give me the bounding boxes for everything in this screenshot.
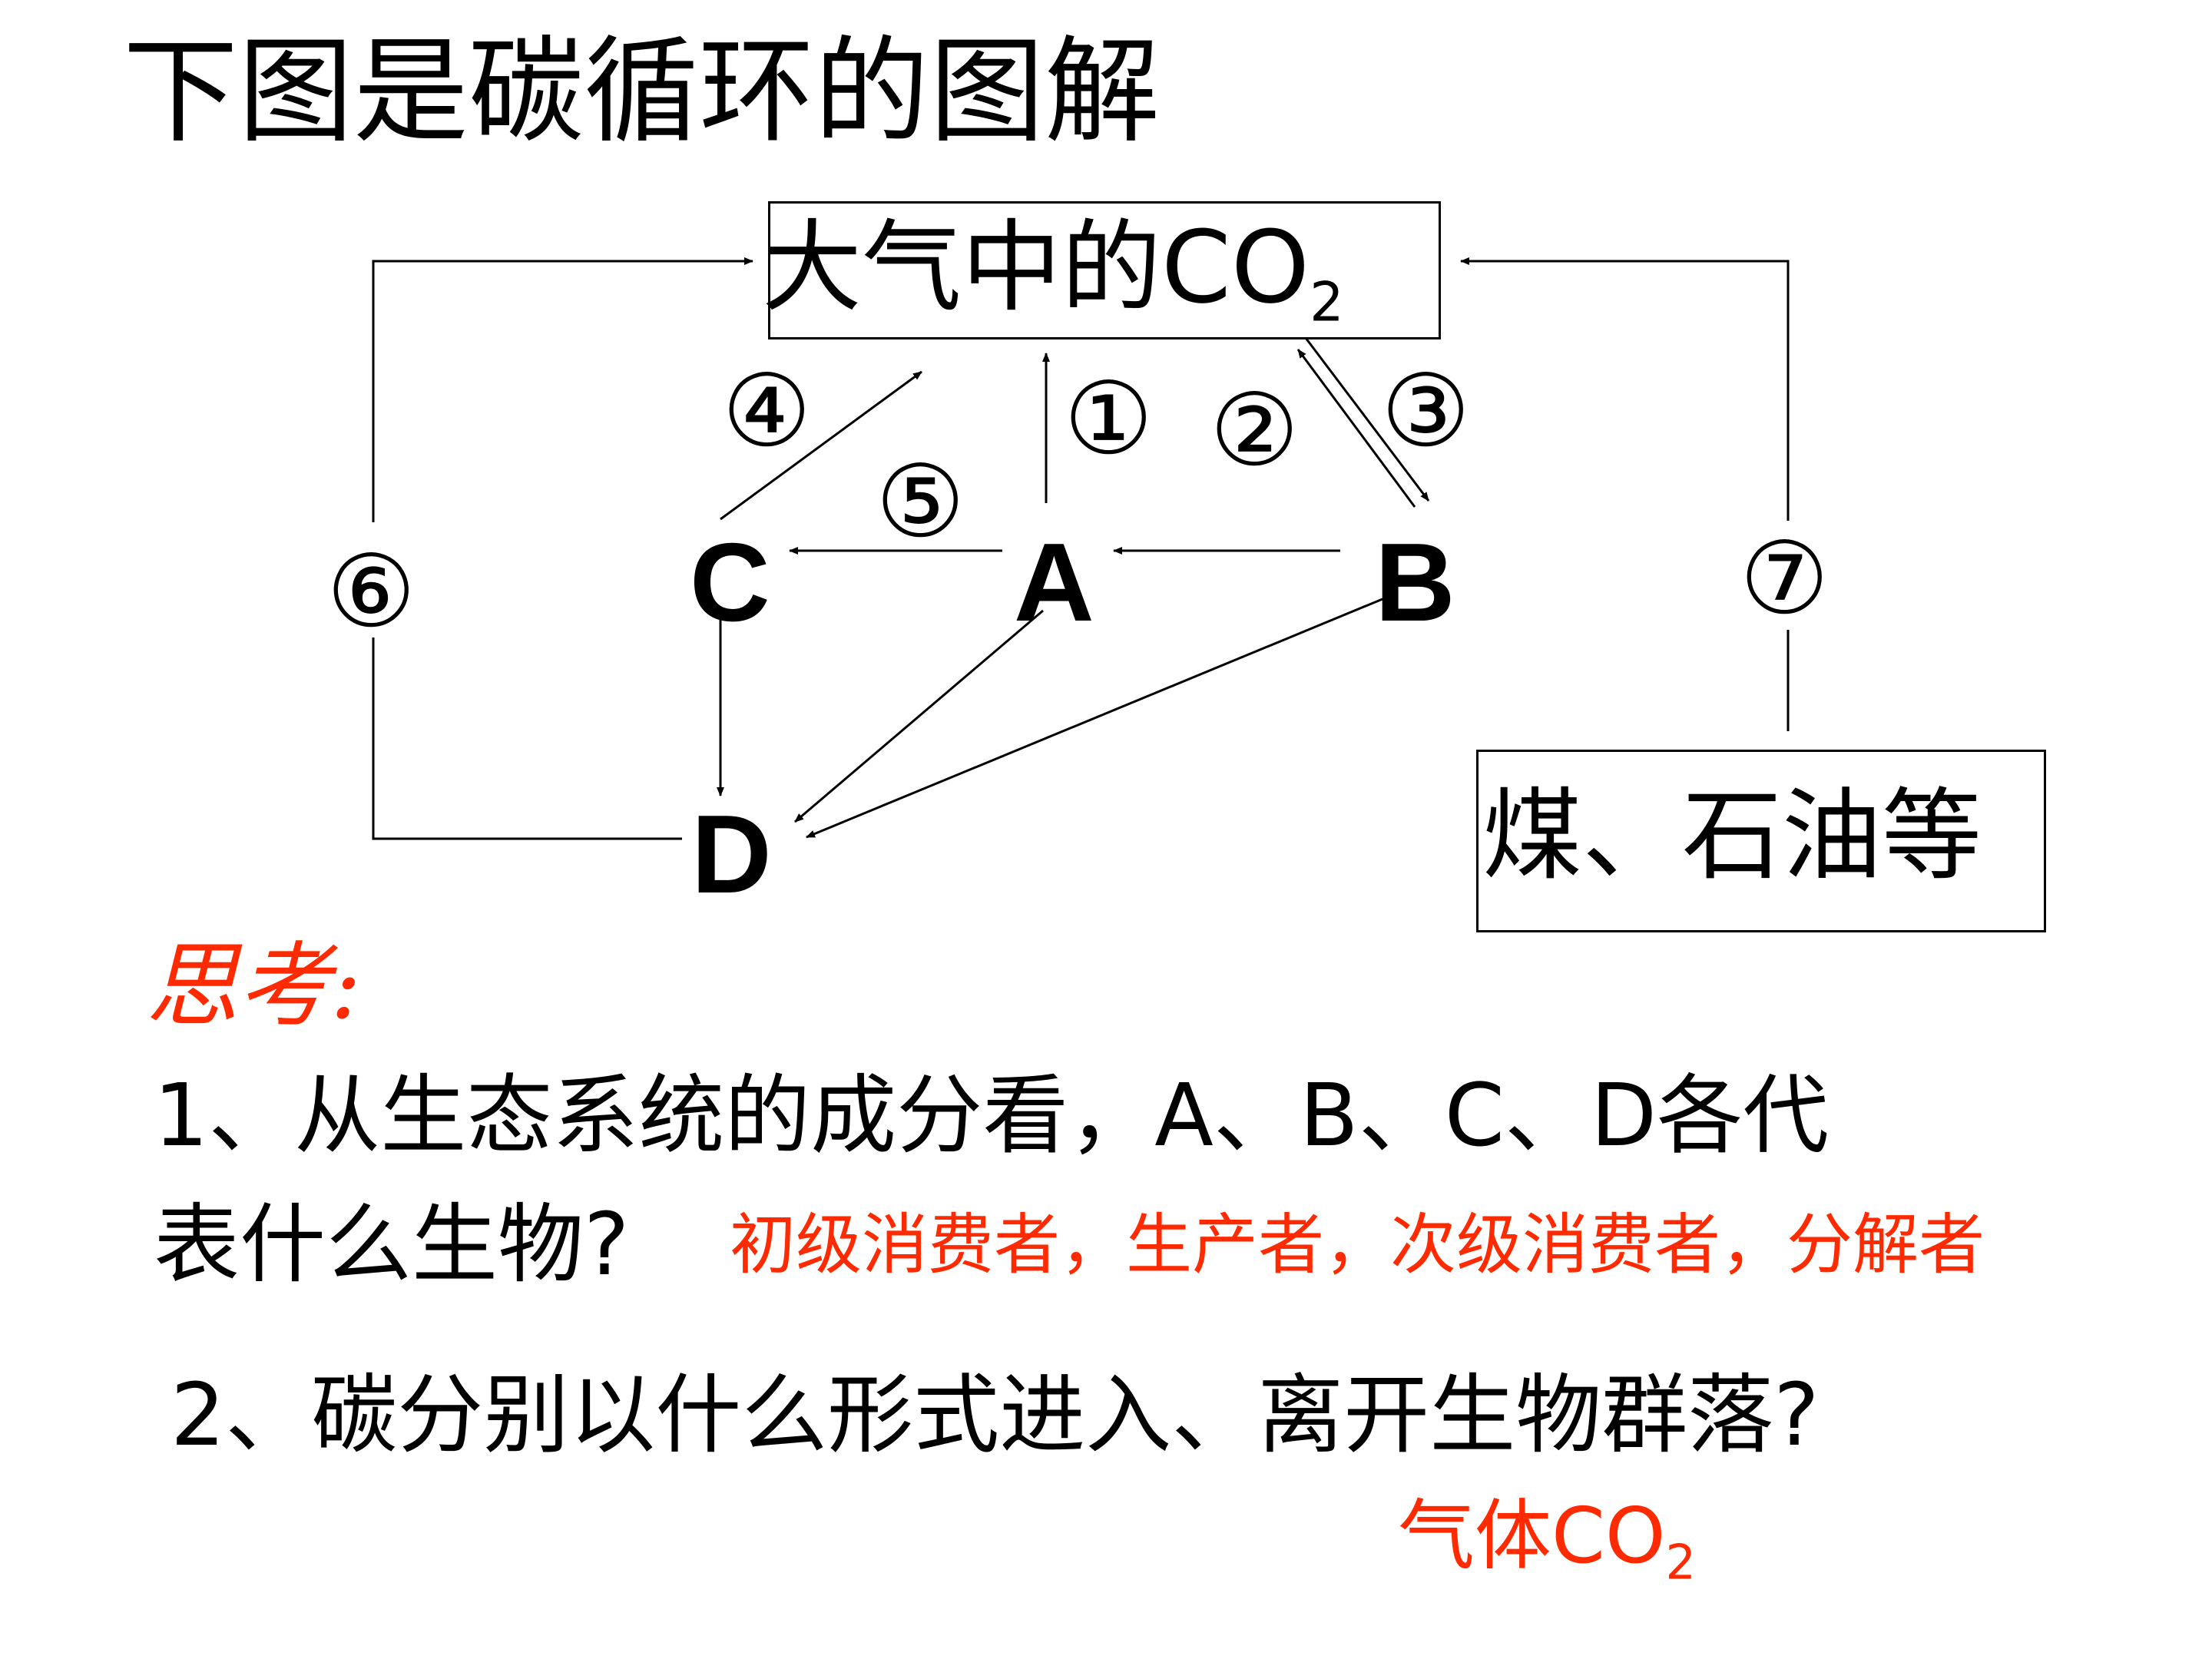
atmosphere-co2-box (768, 201, 1441, 339)
node-a: A (1014, 520, 1094, 644)
process-number-5: ⑤ (876, 443, 965, 560)
arrow-6-top (372, 257, 753, 522)
node-d: D (691, 792, 772, 916)
fossil-fuel-box (1476, 750, 2046, 932)
arrow-a-to-d (794, 609, 1044, 823)
atmosphere-co2-label: 大气中的CO2 (762, 209, 1344, 334)
answer-1: 初级消费者，生产者，次级消费者，分解者 (730, 1207, 1985, 1283)
arrow-4 (720, 370, 922, 521)
arrow-7-top (1460, 257, 1790, 521)
answer-2: 气体CO2 (1398, 1491, 1696, 1591)
process-number-6: ⑥ (326, 533, 416, 650)
fossil-fuel-label: 煤、石油等 (1482, 777, 1982, 894)
arrow-2 (1304, 337, 1430, 502)
question-2: 2、碳分别以什么形式进入、离开生物群落? (171, 1366, 1820, 1465)
think-heading: 思考: (146, 933, 362, 1040)
arrow-3 (1296, 349, 1416, 508)
arrow-b-to-d (806, 598, 1383, 839)
process-number-2: ② (1210, 372, 1300, 488)
question-1-line-2: 表什么生物? (154, 1195, 630, 1295)
process-number-3: ③ (1381, 353, 1471, 469)
question-1-line-1: 1、从生态系统的成分看，A、B、C、D各代 (154, 1066, 1830, 1166)
page-title: 下图是碳循环的图解 (123, 25, 1161, 159)
node-c: C (690, 520, 770, 644)
process-number-1: ① (1064, 360, 1154, 477)
node-b: B (1375, 520, 1455, 644)
process-number-7: ⑦ (1740, 520, 1830, 637)
arrow-6 (372, 637, 682, 840)
process-number-4: ④ (722, 353, 812, 469)
